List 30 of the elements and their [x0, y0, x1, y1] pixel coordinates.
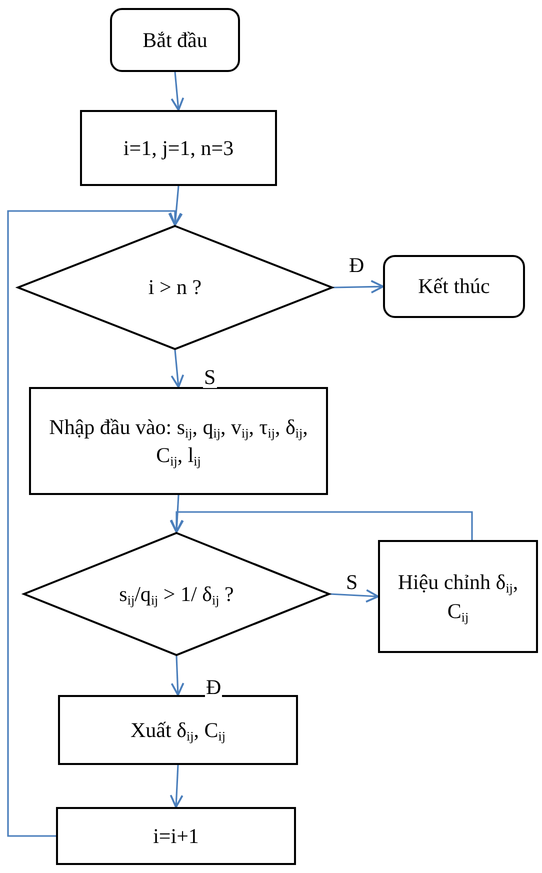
arrow: [170, 350, 184, 388]
node-text: i > n ?: [148, 274, 202, 302]
terminal-box: [383, 255, 525, 318]
edge-label: Đ: [205, 677, 222, 698]
arrow: [170, 72, 184, 111]
node-text: i=i+1: [153, 822, 199, 850]
node-text: s$_{ij}$/q$_{ij}$ > 1/ δ$_{ij}$ ?: [119, 580, 234, 608]
arrow: [170, 764, 184, 808]
node-text: Bắt đầu: [142, 26, 208, 54]
process-box: [29, 387, 328, 495]
process-box: [80, 110, 277, 186]
node-text: Nhập đầu vào: s$_{ij}$, q$_{ij}$, v$_{ij}$, τ$_{ij}$, δ$_{ij}$, C$_{ij}$, l$_{ij}$: [48, 414, 309, 470]
process-box: [56, 807, 296, 865]
node-text: Xuất δ$_{ij}$, C$_{ij}$: [130, 716, 226, 744]
arrow: [170, 656, 184, 696]
edge-label: S: [203, 367, 217, 388]
process-box: [378, 540, 538, 653]
arrow: [7, 210, 182, 837]
node-text: Kết thúc: [418, 273, 490, 300]
node-text: i=1, j=1, n=3: [123, 134, 234, 162]
arrow: [169, 186, 183, 226]
decision-diamond: [23, 532, 330, 656]
terminal-box: [110, 8, 240, 72]
arrow: [332, 280, 384, 294]
arrow: [330, 589, 379, 603]
process-box: [58, 695, 298, 765]
arrow: [170, 511, 473, 540]
decision-diamond: [17, 225, 333, 350]
node-text: Hiệu chỉnh δ$_{ij}$, C$_{ij}$: [396, 569, 520, 625]
arrow: [170, 494, 184, 533]
